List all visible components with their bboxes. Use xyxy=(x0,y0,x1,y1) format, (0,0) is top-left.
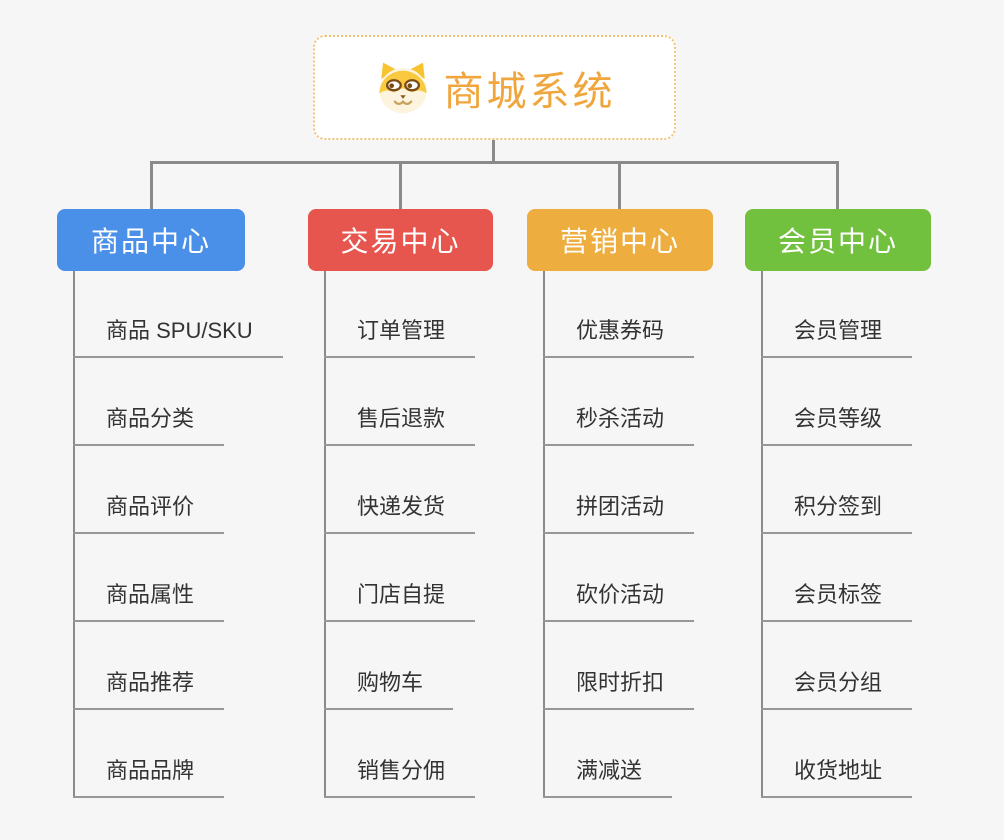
leaf-node[interactable]: 拼团活动 xyxy=(543,492,695,534)
branch-product-center: 商品中心 商品 SPU/SKU 商品分类商品评价商品属性商品推荐商品品牌 xyxy=(57,209,283,809)
branch-trunk-line xyxy=(73,271,75,798)
connector-bus xyxy=(150,161,839,164)
leaf-node[interactable]: 砍价活动 xyxy=(543,580,695,622)
leaf-node[interactable]: 订单管理 xyxy=(324,316,476,358)
branch-trunk-line xyxy=(543,271,545,798)
connector-drop xyxy=(618,161,621,209)
leaf-node[interactable]: 限时折扣 xyxy=(543,668,695,710)
branch-header[interactable]: 交易中心 xyxy=(308,209,493,271)
leaf-node[interactable]: 积分签到 xyxy=(761,492,913,534)
connector-drop xyxy=(836,161,839,209)
connector-stem xyxy=(492,140,495,163)
leaf-node[interactable]: 会员分组 xyxy=(761,668,913,710)
leaf-node[interactable]: 商品属性 xyxy=(73,580,225,622)
leaf-node[interactable]: 购物车 xyxy=(324,668,454,710)
leaf-node[interactable]: 优惠券码 xyxy=(543,316,695,358)
leaf-node[interactable]: 秒杀活动 xyxy=(543,404,695,446)
leaf-node[interactable]: 售后退款 xyxy=(324,404,476,446)
connector-drop xyxy=(150,161,153,209)
leaf-node[interactable]: 会员标签 xyxy=(761,580,913,622)
branch-trunk-line xyxy=(761,271,763,798)
branch-marketing-center: 营销中心 优惠券码秒杀活动拼团活动砍价活动限时折扣满减送 xyxy=(527,209,713,809)
leaf-node[interactable]: 满减送 xyxy=(543,756,673,798)
leaf-node[interactable]: 商品评价 xyxy=(73,492,225,534)
root-node-title: 商城系统 xyxy=(443,69,616,114)
branch-trade-center: 交易中心 订单管理售后退款快递发货门店自提购物车销售分佣 xyxy=(308,209,493,809)
leaf-node[interactable]: 商品 SPU/SKU xyxy=(73,316,283,358)
leaf-node[interactable]: 门店自提 xyxy=(324,580,476,622)
root-node[interactable]: 商城系统 xyxy=(313,35,676,140)
dog-face-icon xyxy=(378,62,427,113)
leaf-node[interactable]: 会员等级 xyxy=(761,404,913,446)
leaf-node[interactable]: 会员管理 xyxy=(761,316,913,358)
branch-header[interactable]: 商品中心 xyxy=(57,209,245,271)
leaf-node[interactable]: 商品品牌 xyxy=(73,756,225,798)
leaf-node[interactable]: 快递发货 xyxy=(324,492,476,534)
branch-member-center: 会员中心 会员管理会员等级积分签到会员标签会员分组收货地址 xyxy=(745,209,931,809)
branch-header[interactable]: 营销中心 xyxy=(527,209,713,271)
leaf-node[interactable]: 收货地址 xyxy=(761,756,913,798)
leaf-node[interactable]: 销售分佣 xyxy=(324,756,476,798)
branch-header[interactable]: 会员中心 xyxy=(745,209,931,271)
connector-drop xyxy=(399,161,402,209)
leaf-node[interactable]: 商品推荐 xyxy=(73,668,225,710)
branch-trunk-line xyxy=(324,271,326,798)
leaf-node[interactable]: 商品分类 xyxy=(73,404,225,446)
